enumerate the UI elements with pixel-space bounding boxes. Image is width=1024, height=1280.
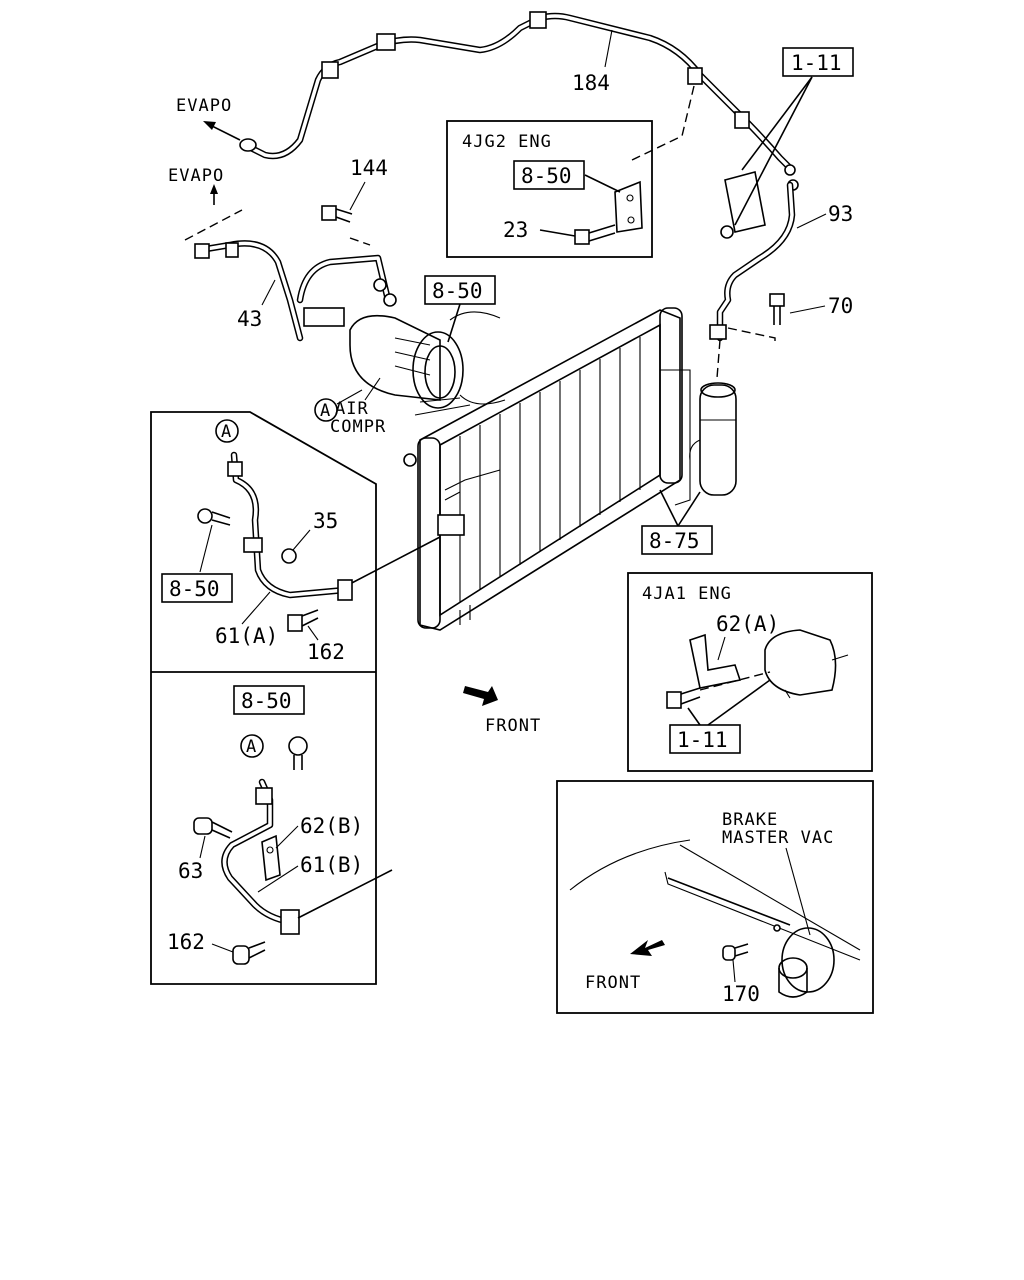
part-label-162-b: 162 [167,930,205,954]
arrow-icon [203,121,216,130]
svg-text:A: A [320,401,331,421]
bolt-icon [666,691,682,709]
inset-4ja1-eng: 4JA1 ENG 62(A) 1-11 [627,572,873,772]
part-label-70: 70 [828,294,853,318]
svg-text:1-11: 1-11 [791,51,842,75]
ref-8-50-inset1: 8-50 [169,577,220,601]
svg-text:A: A [221,422,232,442]
leader-line [297,869,393,919]
ref-1-11-ja1: 1-11 [677,728,728,752]
air-compressor [349,311,506,416]
brake-label-2: MASTER VAC [722,828,834,848]
evapo-upper-label: EVAPO [176,96,232,116]
brake-label-1: BRAKE [722,810,778,830]
master-vac [781,927,835,993]
part-label-93: 93 [828,202,853,226]
ref-8-75: 8-75 [649,529,700,553]
part-label-184: 184 [572,71,610,95]
leader-line [345,536,441,587]
pipe-61b [221,778,300,935]
svg-text:A: A [246,737,257,757]
ref-1-11-top: 1-11 [734,47,854,226]
evapo-upper-pointer: EVAPO [176,96,241,141]
pipe-clip [687,67,703,85]
inset-4jg2-title: 4JG2 ENG [462,132,552,152]
leader-dashed [631,85,695,161]
pipe-clip [376,33,396,51]
ref-8-50-jg2: 8-50 [521,164,572,188]
receiver-drier [689,382,737,496]
part-label-62b: 62(B) [300,814,363,838]
leader-dashed [727,327,776,343]
circle-a-inset1 [215,419,239,443]
pipe-43 [194,240,397,342]
circle-a-inset2 [240,734,264,758]
pipe-93 [709,181,796,342]
front-arrow-icon [463,686,498,706]
air-compr-label-2: COMPR [330,417,386,437]
inset-4ja1-title: 4JA1 ENG [642,584,732,604]
pipe-clip [734,111,750,129]
condenser [403,307,691,631]
leader-dashed [716,339,721,379]
ref-8-50-compr-box [424,275,496,305]
part-label-62a: 62(A) [716,612,779,636]
bolt-icon [574,229,590,245]
part-label-162-a: 162 [307,640,345,664]
evapo-lower-pointer: EVAPO [168,166,243,241]
front-inset-label: FRONT [585,973,641,993]
part-label-63: 63 [178,859,203,883]
front-main-label: FRONT [485,716,541,736]
arrow-icon [210,184,218,194]
ref-8-50-inset2: 8-50 [241,689,292,713]
pipe-184 [239,11,796,174]
pipe-fitting [239,138,257,152]
bolt-icon [722,945,736,961]
part-label-23: 23 [503,218,528,242]
bolt-162-a [287,609,319,632]
bolt-162-b [232,941,266,965]
air-compr-label-1: AIR [335,399,369,419]
inset-left [150,411,377,985]
reservoir-tank [764,629,837,696]
bolt-inset2 [288,736,308,770]
inset-4jg2-eng: 4JG2 ENG 8-50 23 [446,120,653,258]
inset-brake-master-vac: BRAKE MASTER VAC FRONT 170 [556,780,874,1014]
nut-35 [281,548,297,564]
part-label-144: 144 [350,156,388,180]
part-label-61b: 61(B) [300,853,363,877]
evapo-lower-label: EVAPO [168,166,224,186]
ref-8-75-box [641,525,713,555]
pipe-clip [321,61,339,79]
part-label-43: 43 [237,307,262,331]
part-label-170: 170 [722,982,760,1006]
bracket-62b [261,834,281,882]
part-label-35: 35 [313,509,338,533]
ref-8-50-compr: 8-50 [432,279,483,303]
leader-dashed [349,237,371,246]
part-label-61a: 61(A) [215,624,278,648]
pipe-61a [227,451,353,601]
bolt-63 [193,817,233,839]
bolt-inset1 [197,508,231,526]
bolt-70 [769,293,785,325]
front-arrow-main: FRONT [463,686,541,736]
bracket-62a [689,633,742,689]
front-arrow-inset-icon [630,940,665,956]
bolt-144 [321,205,353,223]
circle-a-main [314,398,338,422]
pipe-clip [529,11,547,29]
